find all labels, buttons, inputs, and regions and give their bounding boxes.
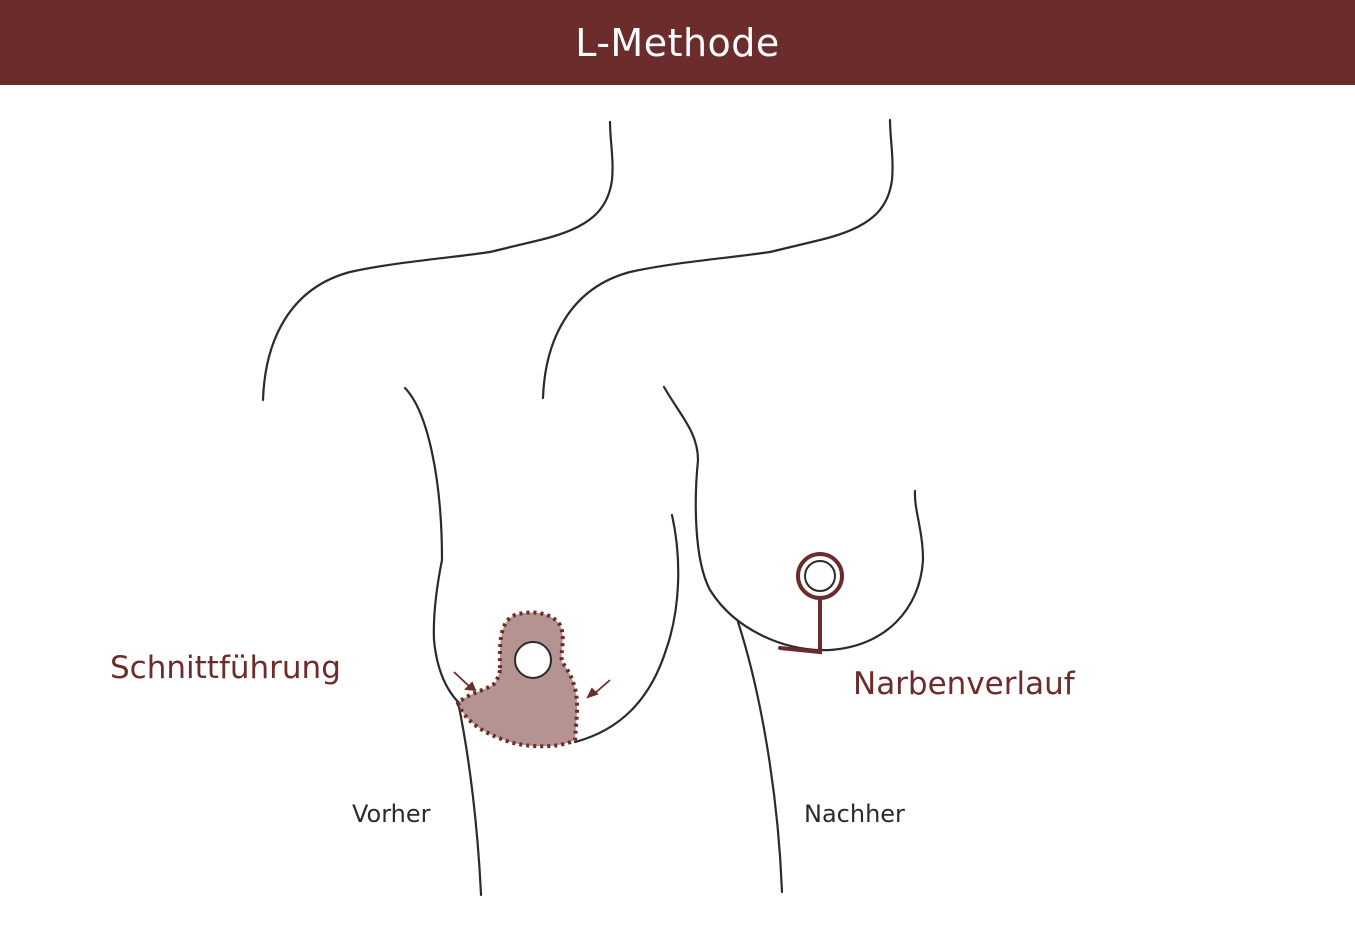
after-breast-outline (662, 385, 925, 652)
breast-illustration (261, 118, 925, 897)
after-torso-line (736, 620, 784, 894)
before-label: Vorher (352, 800, 431, 828)
closing-arrows (453, 671, 611, 699)
scar-label: Narbenverlauf (853, 666, 1075, 702)
title-bar: L-Methode (0, 0, 1355, 85)
incision-label: Schnittführung (110, 650, 341, 686)
page-title: L-Methode (575, 20, 780, 65)
before-breast-outline (403, 386, 472, 714)
scar-vertical-line (778, 596, 822, 655)
before-nipple (514, 641, 552, 679)
right-arrow-shaft (593, 679, 611, 695)
before-shoulder-outline (261, 120, 614, 402)
after-nipple (804, 560, 836, 592)
before-torso-line (456, 700, 483, 897)
right-arrow-head (586, 687, 599, 699)
after-label: Nachher (804, 800, 905, 828)
after-shoulder-outline (541, 118, 894, 400)
before-breast-underside (573, 513, 680, 744)
scar-path (778, 552, 844, 655)
incision-area (455, 610, 580, 749)
left-arrow-head (464, 681, 477, 692)
left-arrow-shaft (453, 671, 471, 688)
